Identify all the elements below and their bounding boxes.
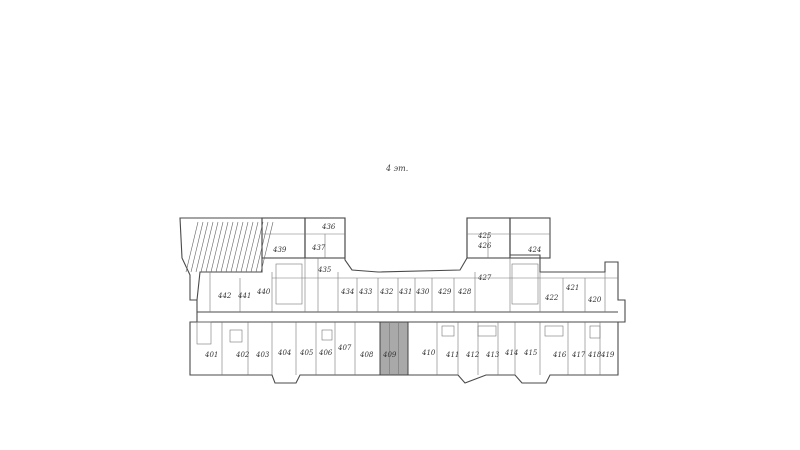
room-label-410: 410 <box>421 349 436 357</box>
room-label-428: 428 <box>457 288 472 296</box>
room-label-430: 430 <box>415 288 430 296</box>
room-label-409: 409 <box>382 351 397 359</box>
room-label-402: 402 <box>235 351 250 359</box>
room-label-406: 406 <box>318 349 333 357</box>
room-label-426: 426 <box>477 242 492 250</box>
room-label-439: 439 <box>272 246 287 254</box>
stair-hatch-left <box>185 221 274 273</box>
stair-hatch-line <box>250 221 264 273</box>
stair-hatch-line <box>225 221 239 273</box>
room-label-420: 420 <box>587 296 602 304</box>
stair-hatch-line <box>260 221 274 273</box>
room-label-405: 405 <box>299 349 314 357</box>
room-labels: 436 437 439 435 442 441 440 434 433 432 … <box>204 223 615 359</box>
stair-hatch-line <box>230 221 244 273</box>
room-label-417: 417 <box>571 351 586 359</box>
room-label-435: 435 <box>317 266 332 274</box>
stair-hatch-line <box>205 221 219 273</box>
room-label-403: 403 <box>255 351 270 359</box>
room-label-419: 419 <box>600 351 615 359</box>
room-label-429: 429 <box>437 288 452 296</box>
room-label-407: 407 <box>337 344 352 352</box>
room-label-424: 424 <box>527 246 541 254</box>
room-label-437: 437 <box>311 244 326 252</box>
room-label-413: 413 <box>485 351 500 359</box>
room-label-412: 412 <box>465 351 480 359</box>
stair-hatch-line <box>200 221 214 273</box>
room-label-434: 434 <box>340 288 354 296</box>
room-label-418: 418 <box>587 351 602 359</box>
stair-hatch-line <box>240 221 254 273</box>
room-label-431: 431 <box>398 288 412 296</box>
highlighted-room-grid <box>388 322 399 375</box>
stair-hatch-line <box>235 221 249 273</box>
highlighted-room[interactable] <box>379 321 409 376</box>
room-label-404: 404 <box>277 349 291 357</box>
stair-hatch-line <box>210 221 224 273</box>
room-label-421: 421 <box>565 284 579 292</box>
room-label-432: 432 <box>379 288 394 296</box>
room-label-415: 415 <box>523 349 538 357</box>
room-label-425: 425 <box>477 232 492 240</box>
stair-hatch-line <box>215 221 229 273</box>
room-label-411: 411 <box>445 351 459 359</box>
room-label-440: 440 <box>256 288 271 296</box>
floor-label: 4 эт. <box>385 164 408 173</box>
room-label-422: 422 <box>544 294 559 302</box>
stair-hatch-line <box>185 221 199 273</box>
stair-hatch-line <box>255 221 269 273</box>
room-label-416: 416 <box>552 351 567 359</box>
room-label-441: 441 <box>237 292 251 300</box>
room-label-436: 436 <box>321 223 336 231</box>
room-label-408: 408 <box>359 351 374 359</box>
room-label-427: 427 <box>477 274 492 282</box>
stair-hatch-line <box>220 221 234 273</box>
room-label-433: 433 <box>358 288 373 296</box>
stair-hatch-line <box>190 221 204 273</box>
stair-hatch-line <box>195 221 209 273</box>
room-label-401: 401 <box>204 351 218 359</box>
stair-hatch-line <box>245 221 259 273</box>
room-label-442: 442 <box>217 292 232 300</box>
room-label-414: 414 <box>504 349 518 357</box>
